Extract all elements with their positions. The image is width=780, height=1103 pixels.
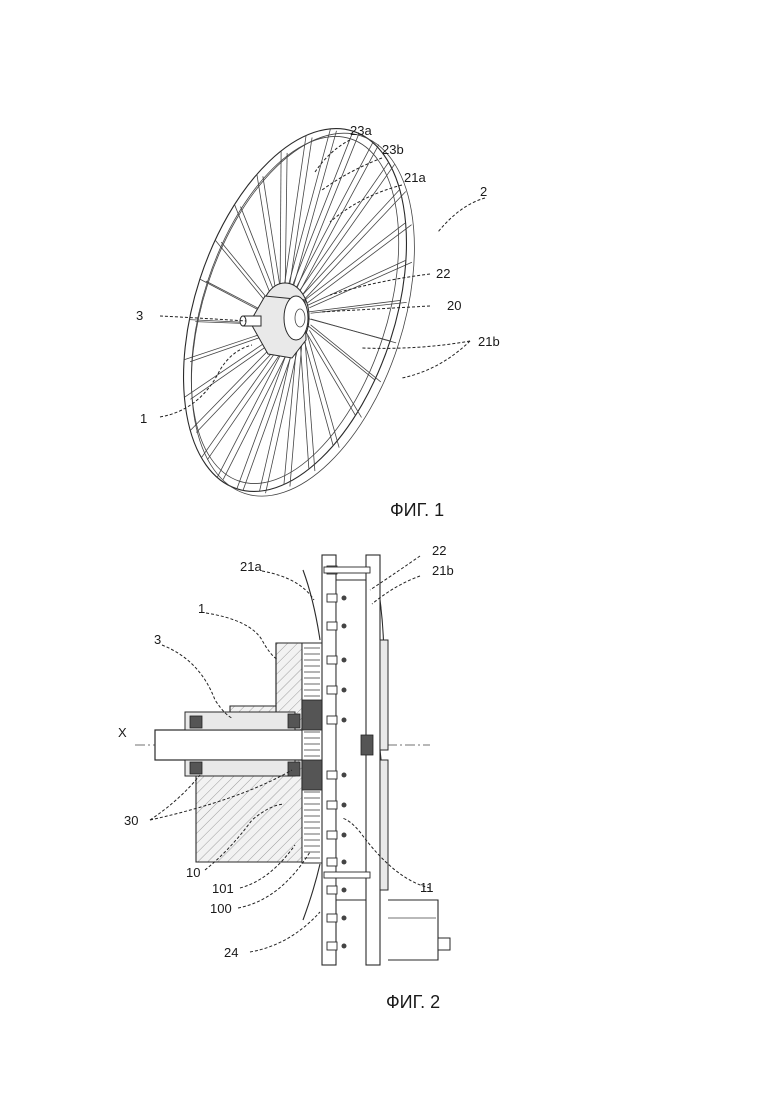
label-24: 24 [224, 945, 238, 960]
label-23a: 23a [350, 123, 372, 138]
label-X: X [118, 725, 127, 740]
label-10: 10 [186, 865, 200, 880]
label-1: 1 [198, 601, 205, 616]
label-3: 3 [136, 308, 143, 323]
figure-2-caption: ФИГ. 2 [386, 992, 440, 1012]
label-2: 2 [480, 184, 487, 199]
label-21b: 21b [432, 563, 454, 578]
label-20: 20 [447, 298, 461, 313]
label-22: 22 [432, 543, 446, 558]
label-100: 100 [210, 901, 232, 916]
label-101: 101 [212, 881, 234, 896]
label-3: 3 [154, 632, 161, 647]
label-11: 11 [420, 880, 434, 895]
label-30: 30 [124, 813, 138, 828]
label-22: 22 [436, 266, 450, 281]
label-21a: 21a [240, 559, 262, 574]
label-23b: 23b [382, 142, 404, 157]
label-1: 1 [140, 411, 147, 426]
label-21a: 21a [404, 170, 426, 185]
label-21b: 21b [478, 334, 500, 349]
figure-1: 23a 23b 21a 2 22 20 3 21b 1 ФИГ. 1 [136, 100, 500, 524]
figure-1-caption: ФИГ. 1 [390, 500, 444, 520]
shaft-3 [240, 316, 261, 326]
figure-2: 22 21a 21b 1 3 X 30 10 101 100 11 24 ФИГ… [118, 543, 454, 1012]
